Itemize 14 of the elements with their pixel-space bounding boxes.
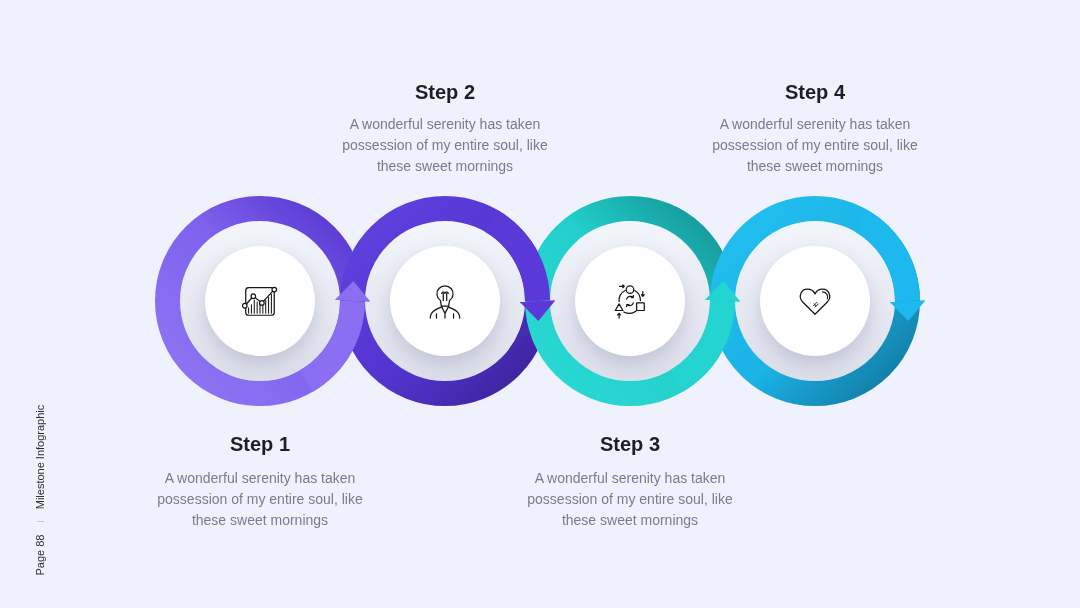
side-label: Page 88 xyxy=(33,534,47,576)
step-heading: Step 4 xyxy=(785,80,845,105)
curved-arrow xyxy=(484,210,556,321)
step-heading: Step 1 xyxy=(230,432,290,457)
side-label: Milestone Infographic xyxy=(33,404,47,510)
step-description: A wonderful serenity has taken possession of my entire soul, like these sweet mornings xyxy=(711,115,919,176)
curved-arrow xyxy=(299,281,371,392)
step-description: A wonderful serenity has taken possession of my entire soul, like these sweet mornings xyxy=(341,115,549,176)
step-heading: Step 3 xyxy=(600,432,660,457)
curved-arrow xyxy=(854,210,926,321)
step-description: A wonderful serenity has taken possession of my entire soul, like these sweet mornings xyxy=(156,469,364,530)
curved-arrow xyxy=(669,281,741,392)
step-heading: Step 2 xyxy=(415,80,475,105)
step-description: A wonderful serenity has taken possession of my entire soul, like these sweet mornings xyxy=(526,469,734,530)
